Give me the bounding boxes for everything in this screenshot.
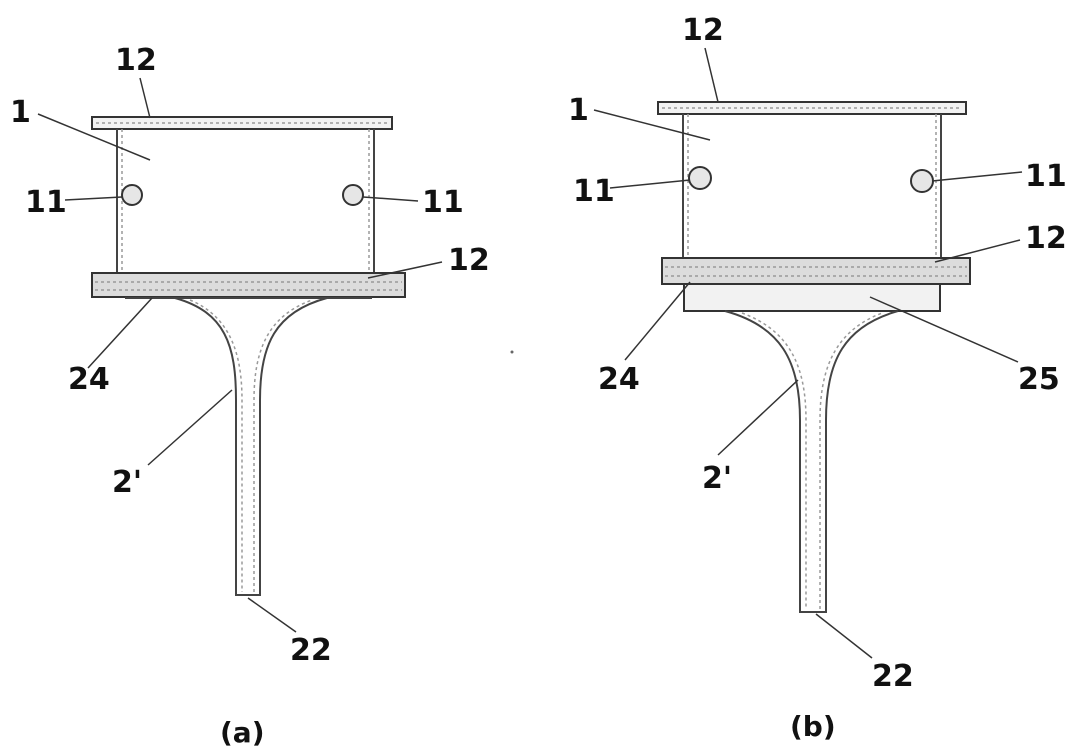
panel-a-label-tip: 22 bbox=[290, 633, 332, 668]
panel-b-leader-top-plate bbox=[704, 47, 719, 103]
panel-a-label-body: 1 bbox=[10, 95, 31, 130]
panel-b-leader-tip bbox=[815, 613, 873, 659]
panel-b-label-port-right: 11 bbox=[1025, 159, 1067, 194]
panel-a-label-flange: 24 bbox=[68, 362, 110, 397]
panel-a-bottom-plate bbox=[91, 272, 406, 298]
panel-b-leader-bottom-plate bbox=[934, 239, 1021, 263]
panel-b-label-chamber: 25 bbox=[1018, 362, 1060, 397]
panel-a-label-port-left: 11 bbox=[25, 185, 67, 220]
panel-b-caption: (b) bbox=[790, 710, 836, 743]
panel-b-label-flange: 24 bbox=[598, 362, 640, 397]
panel-a-label-horn: 2' bbox=[112, 465, 142, 500]
panel-a-label-port-right: 11 bbox=[422, 185, 464, 220]
panel-a-leader-body bbox=[37, 113, 151, 161]
panel-b: 12 1 11 11 12 24 25 2' 22 (b) bbox=[568, 13, 1067, 743]
panel-b-label-top-plate: 12 bbox=[682, 13, 724, 48]
panel-a: 12 1 11 11 12 24 2' 22 (a) bbox=[10, 43, 490, 749]
panel-b-port-left bbox=[688, 166, 712, 190]
panel-a-label-top-plate: 12 bbox=[115, 43, 157, 78]
panel-a-port-left bbox=[121, 184, 143, 206]
panel-b-label-body: 1 bbox=[568, 93, 589, 128]
panel-b-leader-flange bbox=[624, 281, 691, 361]
panel-b-leader-port-right bbox=[931, 171, 1023, 182]
panel-a-caption: (a) bbox=[220, 716, 265, 749]
panel-b-leader-port-left bbox=[609, 179, 691, 189]
panel-a-leader-top-plate bbox=[139, 77, 151, 119]
panel-b-bottom-plate bbox=[661, 257, 971, 285]
panel-a-horn-inner bbox=[189, 299, 313, 592]
panel-b-label-port-left: 11 bbox=[573, 174, 615, 209]
panel-b-horn-inner bbox=[741, 312, 883, 609]
panel-a-leader-bottom-plate bbox=[367, 261, 443, 279]
panel-b-leader-horn bbox=[717, 379, 799, 456]
panel-a-leader-port-left bbox=[64, 196, 123, 201]
panel-a-leader-horn bbox=[147, 389, 233, 466]
panel-b-port-right bbox=[910, 169, 934, 193]
stray-dot bbox=[510, 350, 514, 354]
panel-b-horn bbox=[724, 310, 899, 613]
panel-b-chamber bbox=[683, 283, 941, 312]
panel-a-leader-tip bbox=[247, 597, 297, 633]
panel-b-label-bottom-plate: 12 bbox=[1025, 221, 1067, 256]
panel-b-leader-chamber bbox=[869, 296, 1019, 363]
panel-b-label-tip: 22 bbox=[872, 659, 914, 694]
panel-b-label-horn: 2' bbox=[702, 461, 732, 496]
panel-a-label-bottom-plate: 12 bbox=[448, 243, 490, 278]
panel-a-leader-flange bbox=[87, 297, 153, 369]
panel-b-leader-body bbox=[593, 109, 711, 141]
panel-a-leader-port-right bbox=[362, 196, 419, 202]
panel-a-horn bbox=[174, 297, 328, 596]
panel-a-port-right bbox=[342, 184, 364, 206]
